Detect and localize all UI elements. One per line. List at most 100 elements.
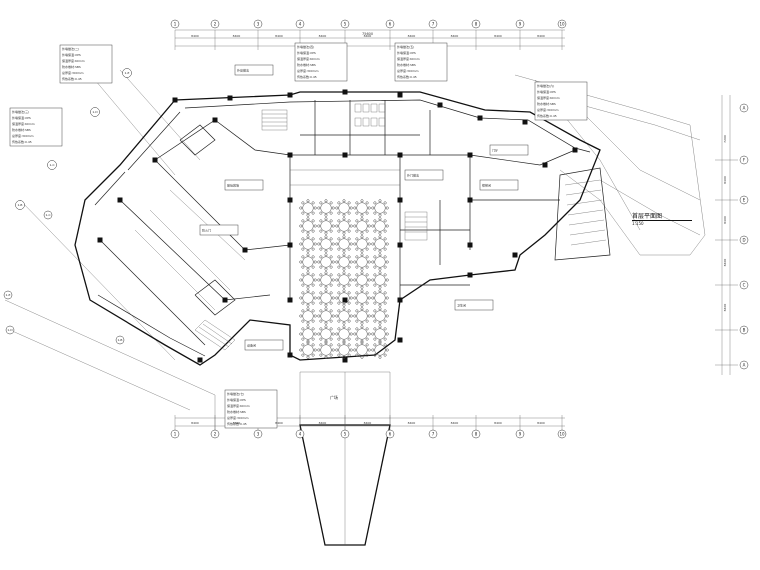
- chair: [301, 301, 305, 305]
- axis-label-top: 4: [299, 22, 302, 27]
- note-line: 防水卷材:SBS: [227, 409, 246, 414]
- small-note-text: 外窗做法: [237, 68, 249, 73]
- axis-label-top: 7: [432, 22, 435, 27]
- chair: [347, 273, 351, 277]
- chair: [360, 249, 364, 253]
- column: [287, 152, 293, 158]
- chair: [329, 283, 333, 287]
- chair: [313, 314, 317, 318]
- axis-label-right: C: [743, 283, 746, 288]
- round-table: [335, 235, 353, 253]
- note-line: 保温厚度:60mm: [227, 403, 250, 408]
- chair: [337, 301, 341, 305]
- chair: [324, 355, 328, 359]
- round-table: [317, 289, 335, 307]
- chair: [337, 353, 341, 357]
- chair: [347, 343, 351, 347]
- table-top: [374, 310, 386, 322]
- dim-text-top: 8400: [364, 34, 372, 38]
- column: [242, 247, 248, 253]
- section-marker-label: 1-B: [18, 203, 23, 207]
- column: [397, 152, 403, 158]
- note-title: 外墙做法(二): [62, 46, 79, 51]
- chair: [331, 260, 335, 264]
- axis-bubble-right: [739, 325, 749, 335]
- chair: [371, 296, 375, 300]
- chair: [373, 265, 377, 269]
- dim-text-bottom: 8400: [191, 421, 199, 425]
- chair: [319, 211, 323, 215]
- round-table: [371, 235, 389, 253]
- chair: [353, 242, 357, 246]
- chair: [337, 247, 341, 251]
- chair: [365, 283, 369, 287]
- round-table: [317, 341, 335, 359]
- axis-label-right: D: [742, 238, 745, 243]
- axis-label-bottom: 9: [519, 432, 522, 437]
- chair: [337, 327, 341, 331]
- chair: [347, 301, 351, 305]
- chair: [299, 332, 303, 336]
- chair: [365, 301, 369, 305]
- chair: [383, 211, 387, 215]
- chair: [311, 237, 315, 241]
- chair: [331, 206, 335, 210]
- note-line: 总厚度:300mm: [537, 107, 559, 112]
- chair: [373, 237, 377, 241]
- section-marker-label: 1-D: [92, 110, 98, 114]
- column: [197, 357, 203, 363]
- chair: [342, 253, 346, 257]
- column: [342, 89, 348, 95]
- column: [342, 357, 348, 363]
- axis-bubble-top: [210, 19, 220, 29]
- chair: [347, 211, 351, 215]
- chair: [306, 339, 310, 343]
- chair: [342, 355, 346, 359]
- chair: [313, 260, 317, 264]
- table-top: [320, 238, 332, 250]
- chair: [342, 271, 346, 275]
- chair: [360, 303, 364, 307]
- chair: [329, 229, 333, 233]
- table-top: [338, 328, 350, 340]
- chair: [367, 278, 371, 282]
- chair: [355, 343, 359, 347]
- overall-dimension: 75600: [362, 32, 374, 36]
- round-table: [371, 289, 389, 307]
- axis-bubble-top: [385, 19, 395, 29]
- chair: [311, 283, 315, 287]
- chair: [335, 332, 339, 336]
- chair: [299, 242, 303, 246]
- chair: [337, 201, 341, 205]
- chair: [306, 249, 310, 253]
- axis-bubble-top: [557, 19, 567, 29]
- chair: [317, 224, 321, 228]
- chair: [365, 319, 369, 323]
- note-line: 外墙保温:XPS: [297, 50, 316, 55]
- axis-label-top: 9: [519, 22, 522, 27]
- dim-text-right: 8400: [723, 216, 727, 224]
- road-left: [4, 69, 216, 411]
- round-table: [371, 325, 389, 343]
- chair: [355, 219, 359, 223]
- wall-note: 外墙做法(七)外墙保温:XPS保温厚度:60mm防水卷材:SBS总厚度:300m…: [224, 389, 278, 429]
- dim-text-top: 8400: [537, 34, 545, 38]
- round-table: [353, 271, 371, 289]
- table-top: [338, 274, 350, 286]
- note-line: 保温厚度:60mm: [62, 58, 85, 63]
- table-top: [356, 292, 368, 304]
- chair: [360, 213, 364, 217]
- dim-text-right: 8400: [723, 304, 727, 312]
- chair: [360, 341, 364, 345]
- chair: [355, 337, 359, 341]
- table-top: [338, 220, 350, 232]
- chair: [306, 271, 310, 275]
- axis-bubble-bottom: [340, 429, 350, 439]
- chair: [371, 348, 375, 352]
- chair: [371, 260, 375, 264]
- chair: [378, 307, 382, 311]
- chair: [367, 332, 371, 336]
- chair: [371, 224, 375, 228]
- chair: [365, 353, 369, 357]
